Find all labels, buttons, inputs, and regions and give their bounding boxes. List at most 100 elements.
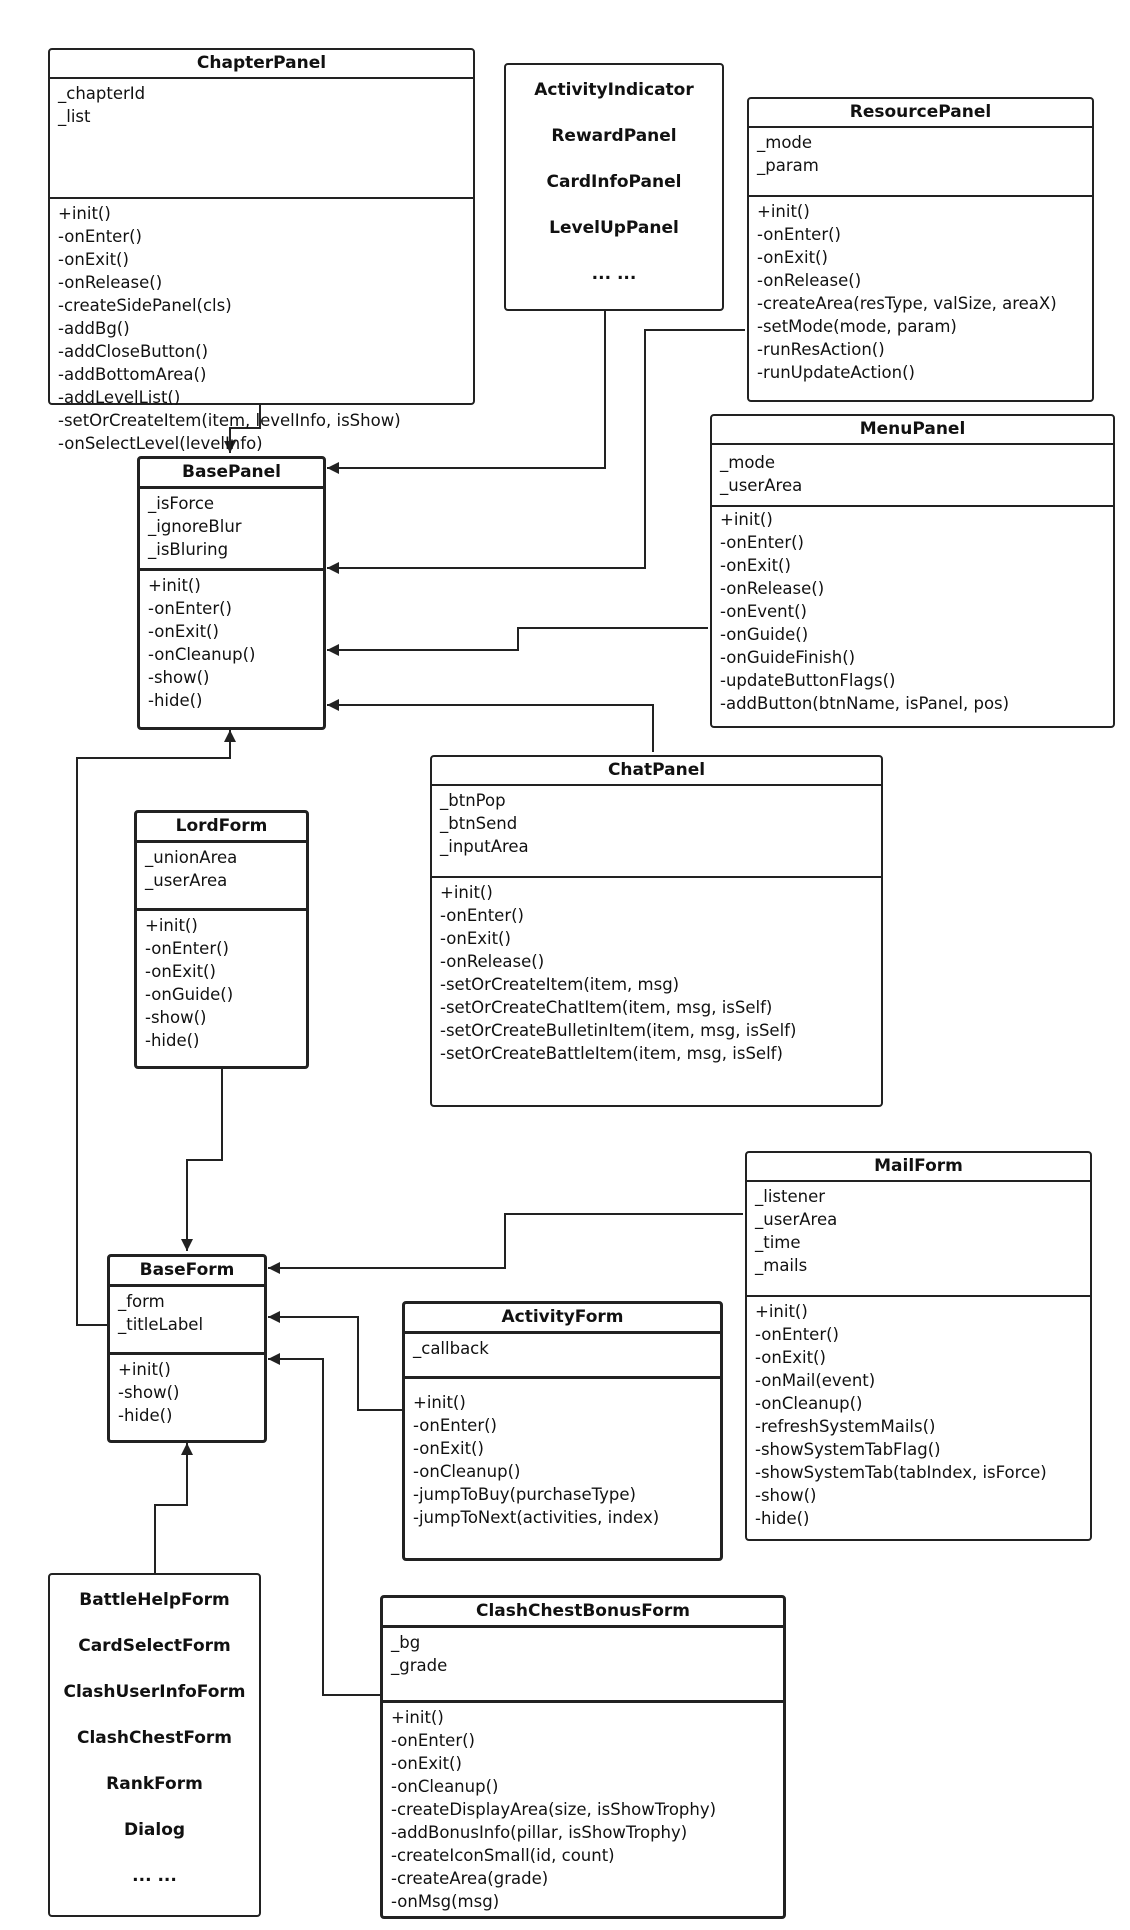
basepanel-methods-item: -onExit() [148,622,219,641]
menupanel-methods-item: -onExit() [720,556,791,575]
chapterpanel-methods: +init()-onEnter()-onExit()-onRelease()-c… [50,199,473,458]
basepanel-attributes-item: _isForce [148,494,215,513]
menupanel-methods-item: +init() [720,510,773,529]
activityform-attributes-item: _callback [413,1339,489,1358]
mailform-methods-item: +init() [755,1302,808,1321]
menupanel-methods-item: -onEvent() [720,602,807,621]
chapterpanel-methods-item: -onEnter() [58,227,142,246]
mailform-methods-item: -showSystemTab(tabIndex, isForce) [755,1463,1047,1482]
chatpanel-methods-item: -setOrCreateBulletinItem(item, msg, isSe… [440,1021,797,1040]
panel-list-to-basepanel-arrow [327,308,606,474]
chatpanel-class-box: ChatPanel _btnPop_btnSend_inputArea +ini… [430,755,883,1107]
lordform-attributes: _unionArea _userArea [137,843,306,911]
activityform-methods-item: -jumpToBuy(purchaseType) [413,1485,636,1504]
resourcepanel-methods-item: -runUpdateAction() [757,363,915,382]
basepanel-methods-item: -hide() [148,691,203,710]
resourcepanel-methods-item: -setMode(mode, param) [757,317,957,336]
mailform-methods-item: -refreshSystemMails() [755,1417,936,1436]
mailform-class-box: MailForm _listener_userArea_time_mails +… [745,1151,1092,1541]
lordform-attributes-item: _userArea [145,871,228,890]
lordform-methods-item: -hide() [145,1031,200,1050]
menupanel-methods-item: -onRelease() [720,579,825,598]
resourcepanel-title: ResourcePanel [749,99,1092,128]
clashchestbonusform-methods-item: -addBonusInfo(pillar, isShowTrophy) [391,1823,688,1842]
menupanel-methods: +init()-onEnter()-onExit()-onRelease()-o… [712,507,1113,718]
panel-subclass-list-item: CardInfoPanel [546,172,682,192]
resourcepanel-methods-item: -createArea(resType, valSize, areaX) [757,294,1057,313]
chatpanel-attributes-item: _inputArea [440,837,529,856]
activityform-attributes: _callback [405,1334,720,1379]
clashchestbonusform-methods-item: -onEnter() [391,1731,475,1750]
activityform-methods-item: +init() [413,1393,466,1412]
baseform-methods-item: -hide() [118,1406,173,1425]
baseform-attributes-item: _form [118,1292,165,1311]
menupanel-to-basepanel-arrow [327,627,708,656]
lordform-attributes-item: _unionArea [145,848,238,867]
clashchestbonusform-class-box: ClashChestBonusForm _bg_grade +init()-on… [380,1595,786,1919]
basepanel-methods-item: -show() [148,668,210,687]
form-subclass-list-item: Dialog [123,1820,186,1840]
chatpanel-attributes-item: _btnPop [440,791,506,810]
activityform-methods-item: -onCleanup() [413,1462,521,1481]
baseform-class-box: BaseForm _form_titleLabel +init()-show()… [107,1254,267,1443]
baseform-methods-item: -show() [118,1383,180,1402]
chatpanel-to-basepanel-arrow [327,699,654,752]
chatpanel-methods-item: -setOrCreateItem(item, msg) [440,975,680,994]
lordform-methods-item: -onGuide() [145,985,234,1004]
form-subclass-list-item: ... ... [132,1866,177,1886]
lordform-methods-item: +init() [145,916,198,935]
activityform-class-box: ActivityForm _callback +init()-onEnter()… [402,1301,723,1561]
menupanel-methods-item: -updateButtonFlags() [720,671,896,690]
menupanel-attributes: _mode_userArea [712,445,1113,507]
baseform-attributes-item: _titleLabel [118,1315,204,1334]
clashchestbonusform-attributes-item: _grade [391,1656,448,1675]
panel-subclass-list-item: LevelUpPanel [549,218,679,238]
basepanel-methods-item: +init() [148,576,201,595]
baseform-to-basepanel-arrow [76,730,236,1326]
resourcepanel-methods-item: -onRelease() [757,271,862,290]
resourcepanel-class-box: ResourcePanel _mode_param +init()-onEnte… [747,97,1094,402]
chapterpanel-methods-item: -onSelectLevel(levelInfo) [58,434,263,453]
lordform-title: LordForm [137,813,306,843]
chapterpanel-methods-item: -addLevelList() [58,388,181,407]
clashchestbonusform-methods: +init()-onEnter()-onExit()-onCleanup()-c… [383,1703,783,1916]
clashchestbonusform-methods-item: +init() [391,1708,444,1727]
baseform-methods: +init()-show()-hide() [110,1355,264,1430]
chapterpanel-attributes: _chapterId _list [50,79,473,199]
mailform-attributes-item: _userArea [755,1210,838,1229]
chapterpanel-methods-item: -addBottomArea() [58,365,207,384]
basepanel-methods: +init()-onEnter()-onExit()-onCleanup()-s… [140,571,323,715]
chatpanel-title: ChatPanel [432,757,881,786]
chapterpanel-attributes-item: _list [58,107,91,126]
form-subclass-list-item: BattleHelpForm [79,1590,230,1610]
menupanel-methods-item: -onGuide() [720,625,809,644]
resourcepanel-methods: +init()-onEnter()-onExit()-onRelease()-c… [749,197,1092,387]
activityform-to-baseform-arrow [268,1311,403,1411]
chapterpanel-methods-item: -addBg() [58,319,130,338]
basepanel-attributes-item: _isBluring [148,540,229,559]
clashchestbonusform-to-baseform-arrow [268,1353,380,1696]
resourcepanel-methods-item: -runResAction() [757,340,885,359]
menupanel-class-box: MenuPanel _mode_userArea +init()-onEnter… [710,414,1115,728]
resourcepanel-attributes: _mode_param [749,128,1092,197]
chapterpanel-title: ChapterPanel [50,50,473,79]
form-subclass-list-item: CardSelectForm [78,1636,231,1656]
basepanel-methods-item: -onEnter() [148,599,232,618]
clashchestbonusform-title: ClashChestBonusForm [383,1598,783,1628]
form-subclass-list-item: ClashChestForm [76,1728,233,1748]
menupanel-attributes-item: _mode [720,453,776,472]
mailform-methods-item: -showSystemTabFlag() [755,1440,941,1459]
resourcepanel-methods-item: +init() [757,202,810,221]
menupanel-title: MenuPanel [712,416,1113,445]
panel-subclass-list-item: ... ... [591,264,637,284]
chapterpanel-attributes-item: _chapterId [58,84,146,103]
mailform-methods: +init()-onEnter()-onExit()-onMail(event)… [747,1297,1090,1533]
chapterpanel-methods-item: -createSidePanel(cls) [58,296,232,315]
mailform-methods-item: -onEnter() [755,1325,839,1344]
clashchestbonusform-methods-item: -createArea(grade) [391,1869,549,1888]
basepanel-class-box: BasePanel _isForce_ignoreBlur_isBluring … [137,456,326,730]
clashchestbonusform-methods-item: -createDisplayArea(size, isShowTrophy) [391,1800,717,1819]
